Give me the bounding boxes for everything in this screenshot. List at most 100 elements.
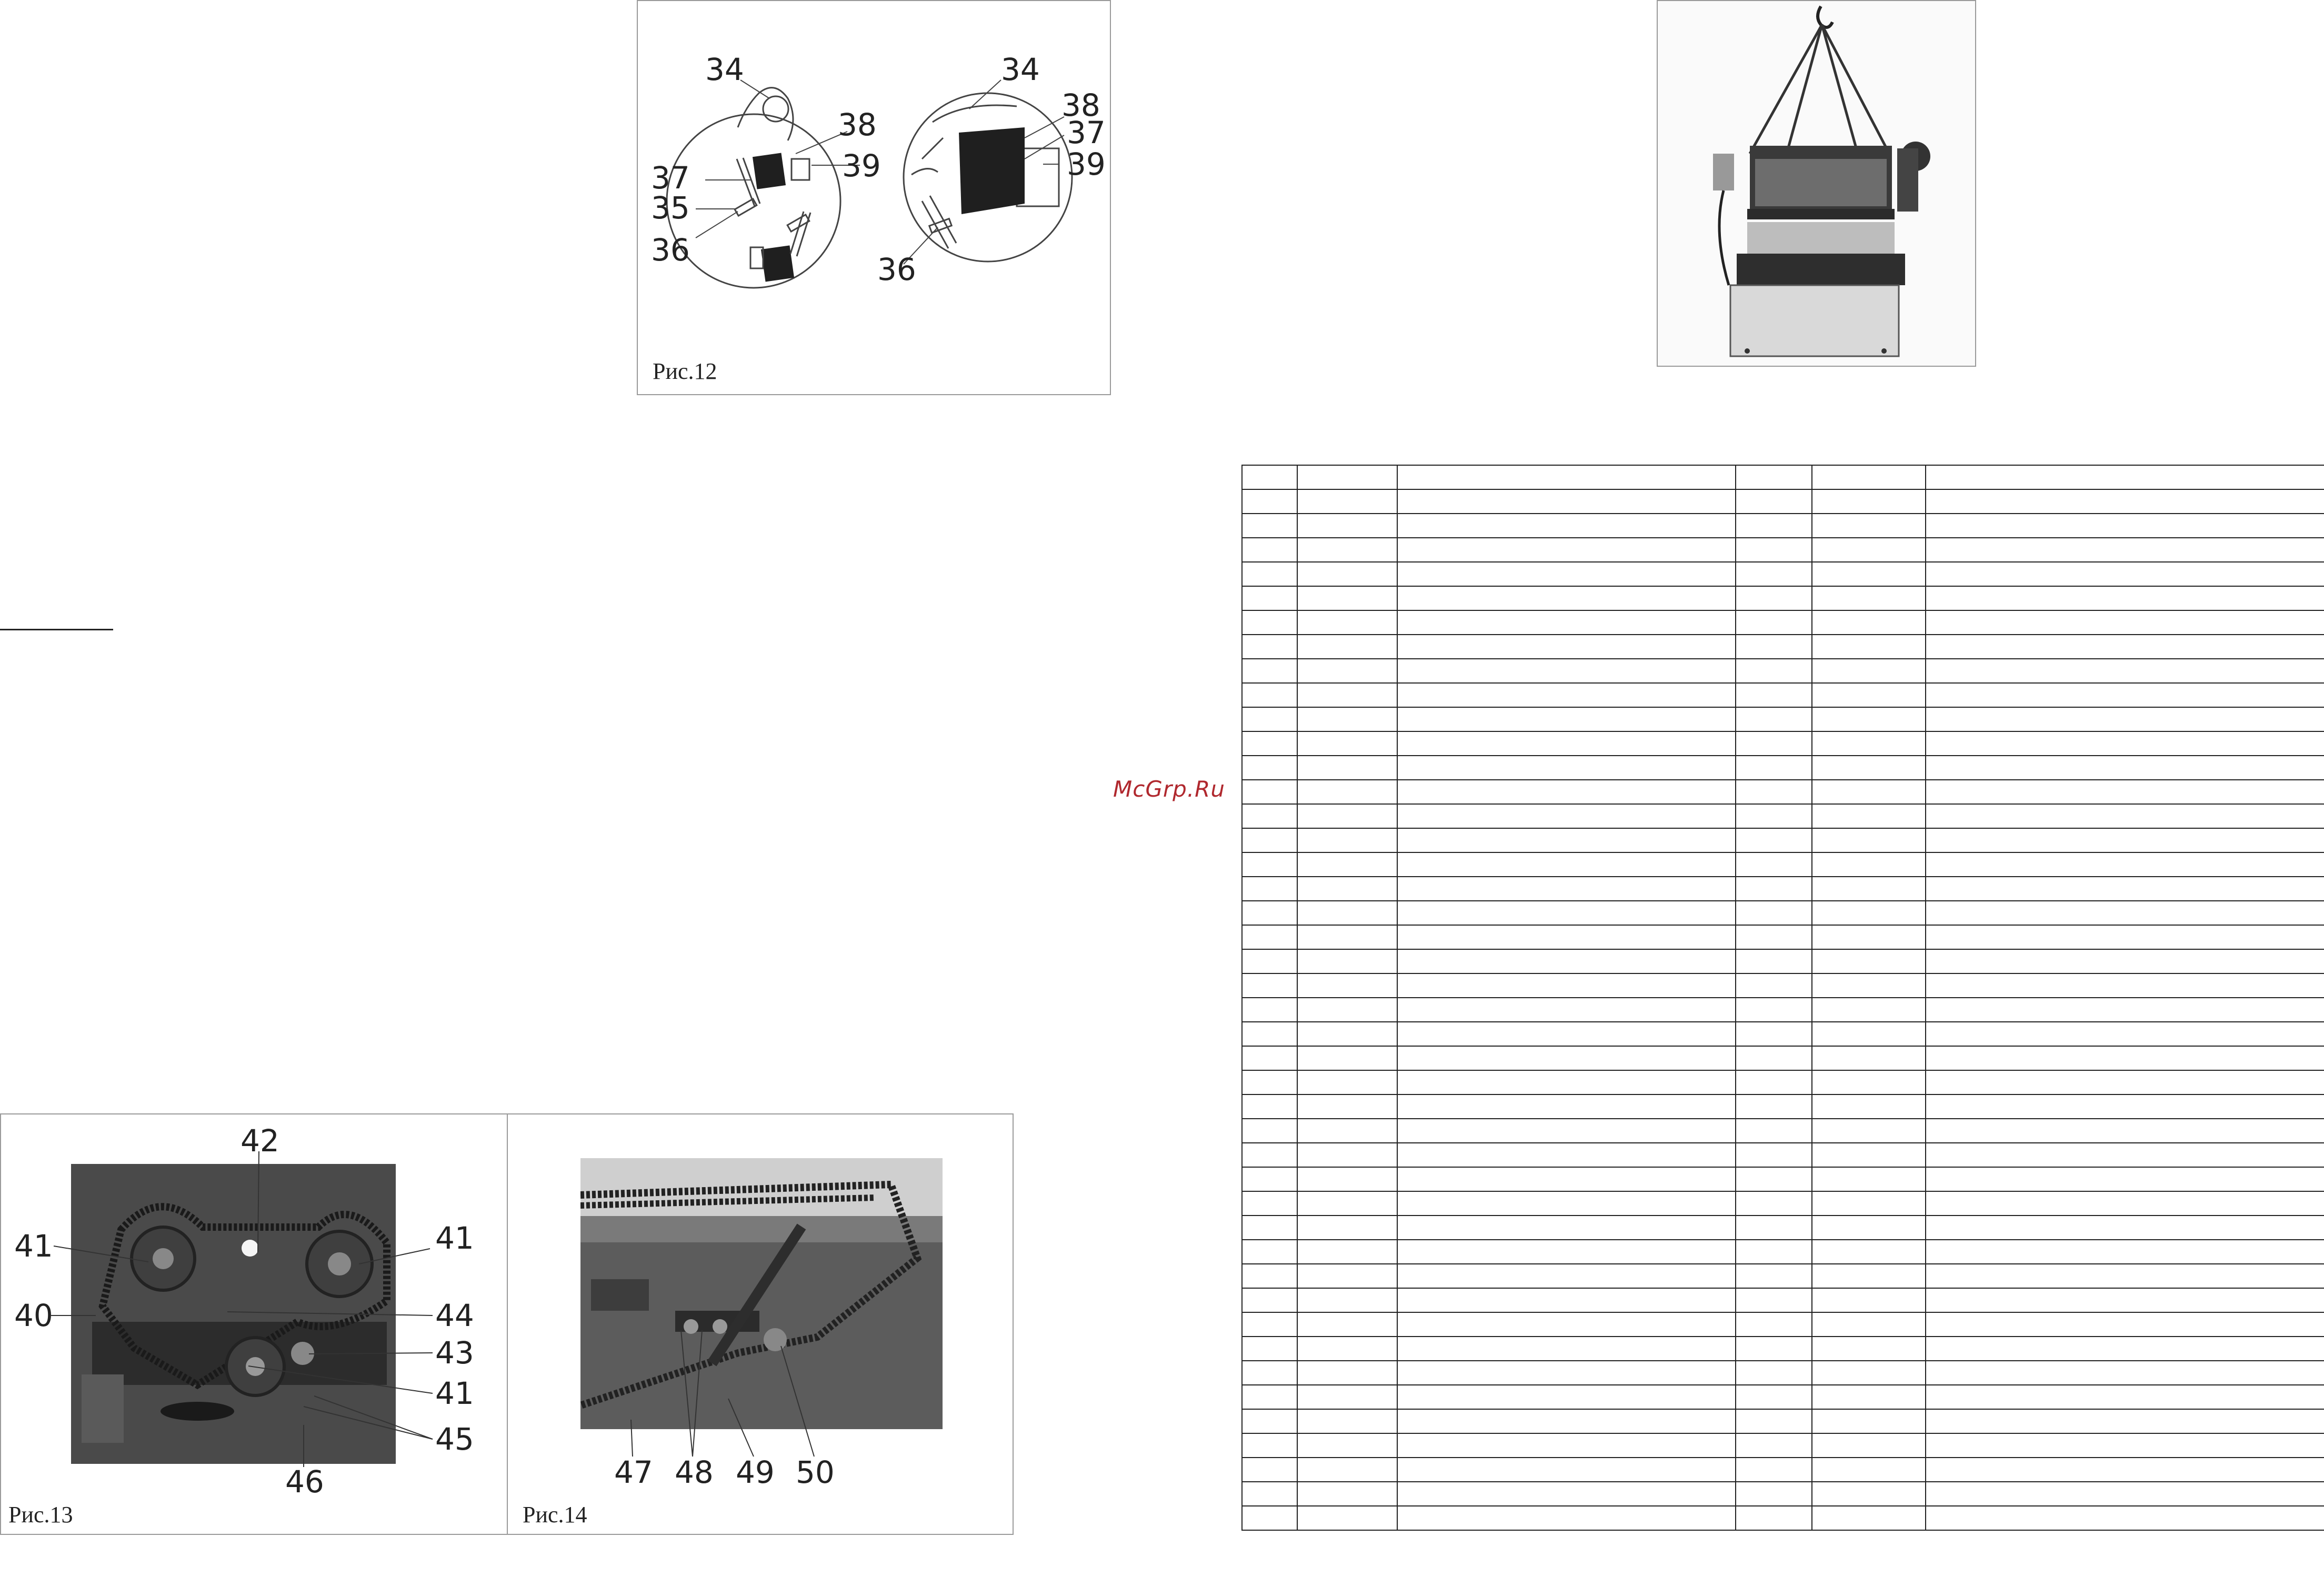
table-cell (1925, 1046, 2324, 1071)
table-cell (1397, 1457, 1736, 1482)
table-cell (1397, 1505, 1736, 1531)
table-cell (1241, 658, 1298, 684)
figure-12: 34 38 39 37 35 36 34 38 37 39 36 Рис.12 (637, 0, 1111, 395)
table-cell (1397, 1118, 1736, 1143)
table-cell (1735, 513, 1812, 538)
table-cell (1735, 997, 1812, 1022)
figure-14-photo (580, 1158, 943, 1429)
table-cell (1297, 1312, 1398, 1337)
table-cell (1397, 1263, 1736, 1289)
table-cell (1297, 876, 1398, 901)
table-cell (1735, 973, 1812, 998)
table-cell (1811, 610, 1926, 635)
table-cell (1811, 900, 1926, 926)
table-cell (1297, 561, 1398, 587)
table-cell (1297, 1070, 1398, 1095)
table-row (1241, 707, 2324, 732)
figures-13-14-frame: 42 41 41 40 44 43 41 45 46 Рис.13 (0, 1113, 1014, 1535)
figure-13-caption: Рис.13 (8, 1502, 73, 1528)
table-row (1241, 489, 2324, 514)
table-cell (1811, 1409, 1926, 1434)
table-row (1241, 997, 2324, 1022)
table-cell (1925, 828, 2324, 853)
table-cell (1735, 755, 1812, 780)
table-row (1241, 1384, 2324, 1410)
table-cell (1297, 1336, 1398, 1361)
table-row (1241, 900, 2324, 926)
table-cell (1297, 634, 1398, 659)
table-cell (1297, 1505, 1398, 1531)
table-cell (1297, 1021, 1398, 1047)
table-cell (1241, 1409, 1298, 1434)
table-cell (1811, 1239, 1926, 1264)
table-cell (1811, 707, 1926, 732)
table-cell (1811, 973, 1926, 998)
table-cell (1241, 707, 1298, 732)
table-cell (1925, 1360, 2324, 1385)
table-cell (1735, 900, 1812, 926)
table-cell (1241, 828, 1298, 853)
table-cell (1241, 1167, 1298, 1192)
knife-insert-upper (752, 153, 786, 189)
table-cell (1397, 731, 1736, 756)
table-cell (1241, 1021, 1298, 1047)
callout-34: 34 (705, 52, 744, 87)
table-cell (1397, 537, 1736, 563)
table-cell (1811, 682, 1926, 708)
table-cell (1811, 1215, 1926, 1240)
table-cell (1811, 731, 1926, 756)
table-row (1241, 658, 2324, 684)
table-cell (1241, 803, 1298, 829)
table-cell (1297, 925, 1398, 950)
callout-49: 49 (736, 1454, 775, 1490)
table-row (1241, 561, 2324, 587)
table-cell (1297, 1215, 1398, 1240)
watermark: McGrp.Ru (1113, 776, 1225, 802)
figure-13-callouts: 42 41 41 40 44 43 41 45 46 (14, 1123, 474, 1500)
table-cell (1297, 900, 1398, 926)
table-cell (1297, 465, 1398, 490)
table-cell (1735, 1384, 1812, 1410)
table-cell (1925, 658, 2324, 684)
table-cell (1397, 1312, 1736, 1337)
table-cell (1241, 1118, 1298, 1143)
table-row (1241, 779, 2324, 805)
table-cell (1811, 489, 1926, 514)
table-cell (1735, 465, 1812, 490)
table-cell (1397, 1021, 1736, 1047)
table-cell (1811, 852, 1926, 877)
table-row (1241, 1457, 2324, 1482)
table-cell (1735, 1239, 1812, 1264)
table-cell (1297, 1263, 1398, 1289)
table-cell (1735, 1433, 1812, 1458)
table-cell (1811, 1263, 1926, 1289)
table-cell (1735, 1142, 1812, 1168)
table-cell (1397, 1384, 1736, 1410)
table-cell (1811, 586, 1926, 611)
table-cell (1397, 1360, 1736, 1385)
table-cell (1735, 876, 1812, 901)
parts-table (1241, 465, 2324, 1531)
table-cell (1735, 1046, 1812, 1071)
table-cell (1735, 1118, 1812, 1143)
table-cell (1735, 1409, 1812, 1434)
callout-39-zoom: 39 (1067, 146, 1106, 182)
table-cell (1925, 1118, 2324, 1143)
table-cell (1241, 731, 1298, 756)
table-row (1241, 1481, 2324, 1506)
table-cell (1241, 755, 1298, 780)
table-cell (1241, 1481, 1298, 1506)
table-cell (1297, 1288, 1398, 1313)
table-cell (1811, 513, 1926, 538)
table-cell (1241, 1215, 1298, 1240)
table-cell (1925, 803, 2324, 829)
table-cell (1397, 489, 1736, 514)
table-cell (1397, 1046, 1736, 1071)
table-cell (1241, 949, 1298, 974)
table-cell (1735, 610, 1812, 635)
table-cell (1925, 900, 2324, 926)
table-row (1241, 537, 2324, 563)
table-cell (1397, 707, 1736, 732)
table-cell (1735, 707, 1812, 732)
table-cell (1811, 1481, 1926, 1506)
